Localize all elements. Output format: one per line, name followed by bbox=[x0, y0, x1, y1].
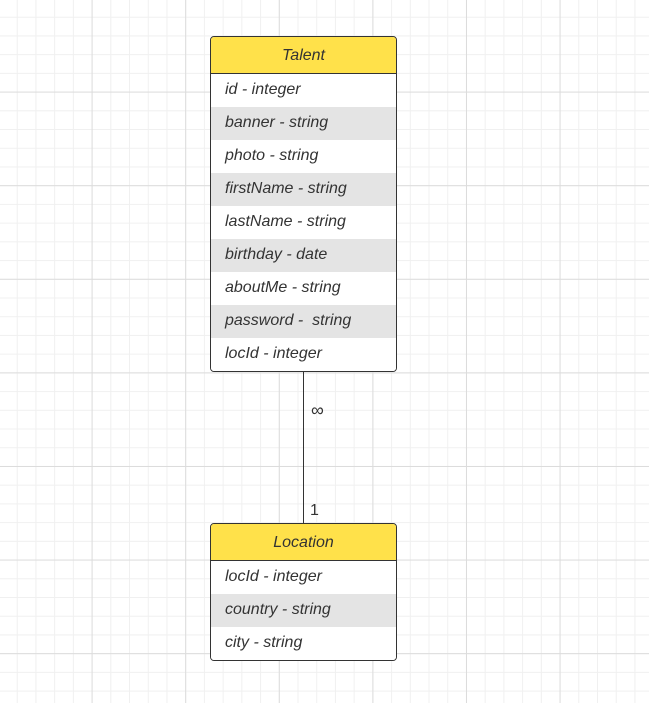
entity-location-field-city[interactable]: city - string bbox=[211, 627, 396, 660]
cardinality-one-label: 1 bbox=[310, 502, 319, 519]
entity-talent-field-lastname[interactable]: lastName - string bbox=[211, 206, 396, 239]
entity-location-field-locid[interactable]: locId - integer bbox=[211, 561, 396, 594]
entity-talent-field-id[interactable]: id - integer bbox=[211, 74, 396, 107]
entity-talent-field-aboutme[interactable]: aboutMe - string bbox=[211, 272, 396, 305]
entity-talent-field-firstname[interactable]: firstName - string bbox=[211, 173, 396, 206]
entity-talent[interactable]: Talent id - integer banner - string phot… bbox=[210, 36, 397, 372]
entity-location-title[interactable]: Location bbox=[211, 524, 396, 561]
entity-talent-field-password[interactable]: password - string bbox=[211, 305, 396, 338]
entity-talent-field-photo[interactable]: photo - string bbox=[211, 140, 396, 173]
entity-talent-field-banner[interactable]: banner - string bbox=[211, 107, 396, 140]
cardinality-many-label: ∞ bbox=[311, 400, 324, 420]
entity-talent-field-birthday[interactable]: birthday - date bbox=[211, 239, 396, 272]
relationship-connector[interactable] bbox=[303, 368, 304, 523]
entity-location-field-country[interactable]: country - string bbox=[211, 594, 396, 627]
entity-location[interactable]: Location locId - integer country - strin… bbox=[210, 523, 397, 661]
entity-talent-title[interactable]: Talent bbox=[211, 37, 396, 74]
entity-talent-field-locid[interactable]: locId - integer bbox=[211, 338, 396, 371]
